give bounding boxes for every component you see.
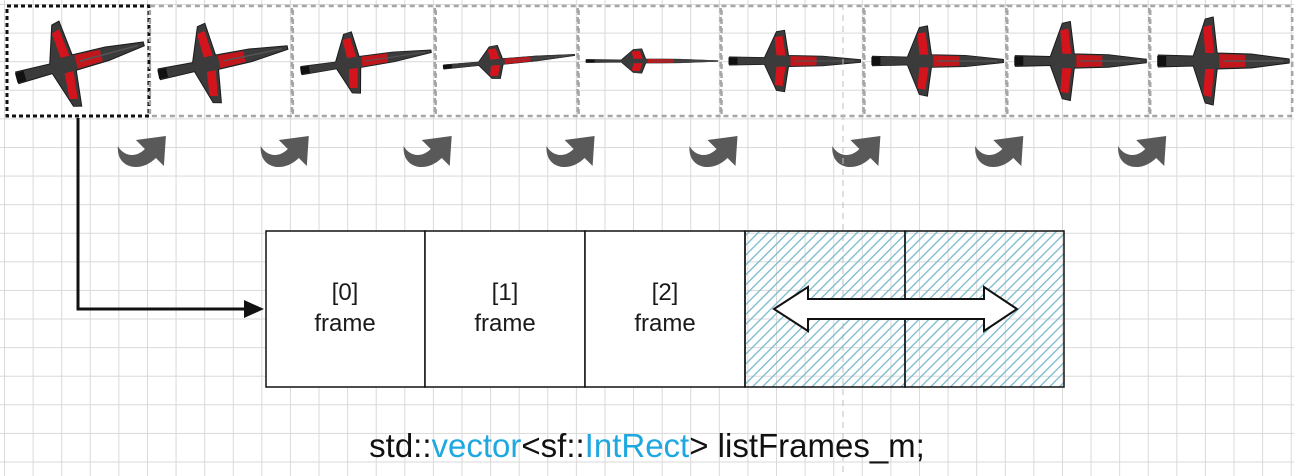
spaceship-sprite xyxy=(295,19,437,103)
vector-array xyxy=(265,230,1065,388)
rotation-arrow-icon xyxy=(117,136,166,168)
rotation-arrow-icon xyxy=(260,136,309,168)
rotation-arrow-icon xyxy=(546,136,595,168)
code-declaration: std::vector<sf::IntRect> listFrames_m; xyxy=(0,426,1294,466)
selected-frame-outline xyxy=(5,4,151,118)
rotation-arrow-icon xyxy=(1118,136,1167,168)
vector-cell-1 xyxy=(424,230,586,388)
spaceship-sprite xyxy=(440,37,577,85)
spaceship-sprite xyxy=(1156,16,1290,106)
spaceship-sprite xyxy=(1013,20,1148,102)
sprite-frame-3 xyxy=(434,4,579,118)
rotation-arrow-icon xyxy=(403,136,452,168)
cell-index: [0] xyxy=(331,279,359,306)
code-variable: > listFrames_m; xyxy=(689,427,925,464)
resize-double-arrow xyxy=(772,285,1019,333)
sprite-frame-8 xyxy=(1148,4,1294,118)
code-namespace: std:: xyxy=(369,427,432,464)
cell-label: frame xyxy=(314,310,376,337)
rotation-arrow-icon xyxy=(832,136,881,168)
connector-arrow xyxy=(76,118,248,311)
cell-label: frame xyxy=(474,310,536,337)
cell-index: [1] xyxy=(491,279,519,306)
vector-cell-2-text: [2] frame xyxy=(586,277,744,339)
vector-cell-2 xyxy=(584,230,746,388)
cell-index: [2] xyxy=(651,279,679,306)
code-template-open: <sf:: xyxy=(521,427,585,464)
spaceship-sprite xyxy=(149,7,297,115)
spaceship-sprite xyxy=(727,29,862,93)
cell-label: frame xyxy=(634,310,696,337)
sprite-frame-5 xyxy=(720,4,865,118)
spaceship-sprite xyxy=(584,47,719,75)
sprite-frame-7 xyxy=(1006,4,1151,118)
spaceship-sprite xyxy=(870,25,1005,97)
rotation-arrows xyxy=(117,136,1167,168)
sprite-frame-4 xyxy=(577,4,722,118)
sprite-frame-2 xyxy=(291,4,437,118)
spaceship-sprite xyxy=(4,0,156,122)
sprite-frame-6 xyxy=(863,4,1008,118)
rotation-arrow-icon xyxy=(689,136,738,168)
connector-arrowhead xyxy=(244,300,264,318)
code-vector-keyword: vector xyxy=(431,427,522,464)
rotation-arrow-icon xyxy=(975,136,1024,168)
sprite-frame-1 xyxy=(148,4,297,118)
sprite-frame-0 xyxy=(4,0,156,122)
vector-cell-0-text: [0] frame xyxy=(266,277,424,339)
code-intrect-keyword: IntRect xyxy=(584,427,690,464)
sprite-frames xyxy=(4,0,1294,122)
vector-cell-0 xyxy=(265,230,426,388)
vector-cell-1-text: [1] frame xyxy=(426,277,584,339)
